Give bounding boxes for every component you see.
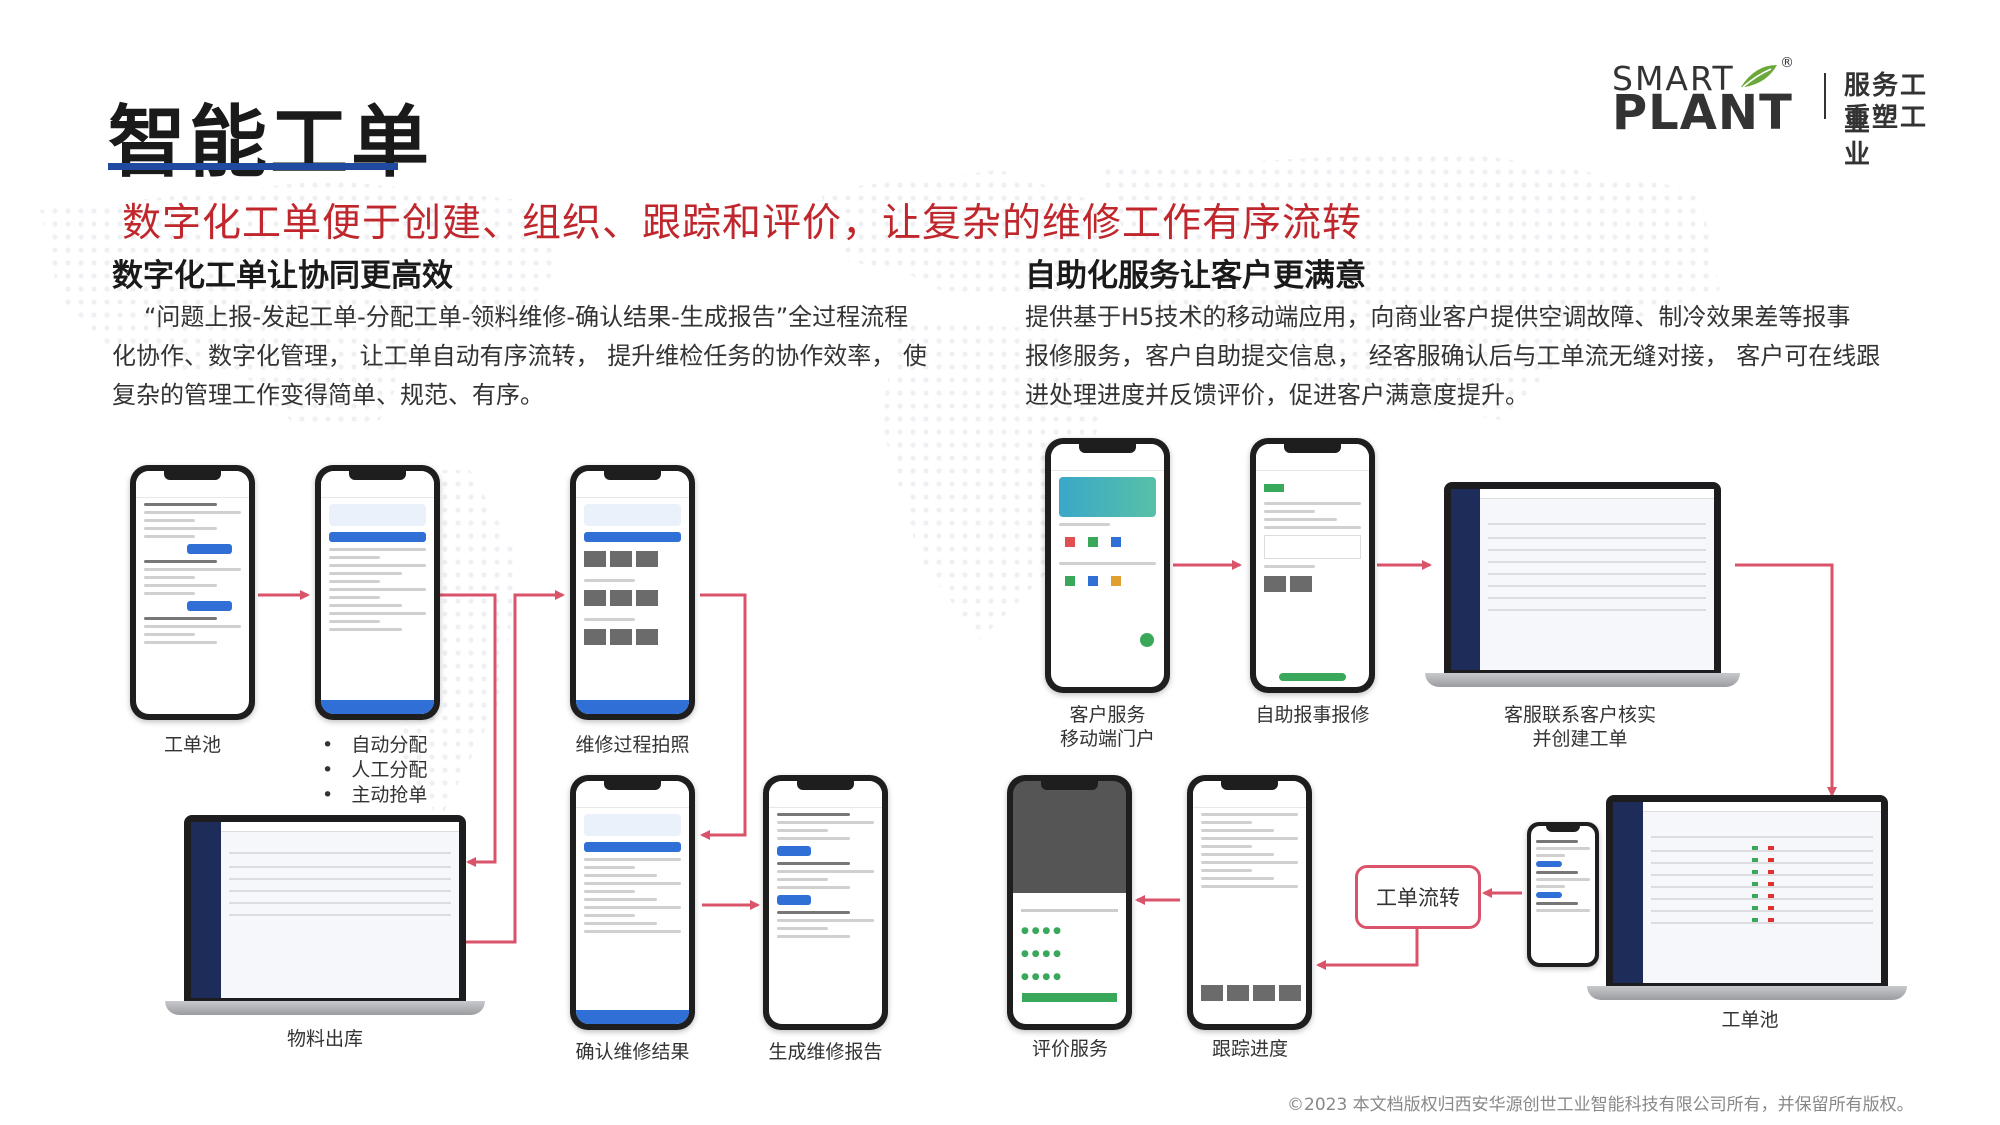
right-paragraph-line-2: 报修服务，客户自助提交信息， 经客服确认后与工单流无缝对接， 客户可在线跟 — [1025, 342, 1881, 370]
phone-evaluate-service: ● ● ● ● ● ● ● ● ● ● ● ● — [1007, 775, 1132, 1030]
phone-work-order-pool-small — [1527, 822, 1599, 967]
phone-track-progress — [1187, 775, 1312, 1030]
left-paragraph-line-1: “问题上报-发起工单-分配工单-领料维修-确认结果-生成报告”全过程流程 — [144, 303, 909, 331]
page-subtitle: 数字化工单便于创建、组织、跟踪和评价，让复杂的维修工作有序流转 — [122, 201, 1363, 246]
arrow-photo-to-confirm — [700, 593, 747, 840]
logo-slogan-2: 重塑工业 — [1844, 103, 1929, 170]
phone-repair-photos — [570, 465, 695, 720]
arrow-assign-to-material — [440, 593, 497, 867]
phone-repair-report — [763, 775, 888, 1030]
right-section-paragraph: 提供基于H5技术的移动端应用，向商业客户提供空调故障、制冷效果差等报事 报修服务… — [1025, 298, 1955, 415]
logo-registered-mark: ® — [1780, 55, 1794, 71]
smartplant-logo: SMART PLANT ® 服务工业 重塑工业 — [1612, 55, 1952, 170]
right-paragraph-line-3: 进处理进度并反馈评价，促进客户满意度提升。 — [1025, 381, 1529, 409]
phone-assign — [315, 465, 440, 720]
copyright-footer: ©2023 本文档版权归西安华源创世工业智能科技有限公司所有，并保留所有版权。 — [1287, 1095, 1914, 1115]
left-section-title: 数字化工单让协同更高效 — [112, 258, 453, 294]
logo-separator — [1824, 73, 1826, 119]
label-self-report: 自助报事报修 — [1255, 704, 1370, 726]
label-repair-report: 生成维修报告 — [768, 1041, 883, 1063]
right-section-title: 自助化服务让客户更满意 — [1025, 258, 1366, 294]
leaf-icon — [1741, 65, 1777, 88]
laptop-work-order-pool — [1587, 795, 1907, 1000]
assign-methods-list: • 自动分配 • 人工分配 • 主动抢单 — [322, 733, 427, 808]
label-repair-photos: 维修过程拍照 — [575, 734, 690, 756]
assign-method-manual: • 人工分配 — [322, 759, 428, 781]
phone-confirm-result — [570, 775, 695, 1030]
left-paragraph-line-2: 化协作、数字化管理， 让工单自动有序流转， 提升维检任务的协作效率， 使 — [112, 342, 927, 370]
assign-method-auto: • 自动分配 — [322, 734, 428, 756]
laptop-material-outbound — [165, 815, 485, 1015]
title-underline — [108, 163, 398, 170]
label-work-order-pool: 工单池 — [163, 734, 221, 756]
logo-text-plant: PLANT — [1612, 85, 1793, 141]
label-track-progress: 跟踪进度 — [1211, 1038, 1288, 1060]
label-work-order-pool-right: 工单池 — [1721, 1009, 1779, 1031]
left-paragraph-line-3: 复杂的管理工作变得简单、规范、有序。 — [112, 381, 544, 409]
arrow-flow-to-track — [1316, 929, 1419, 970]
label-material-outbound: 物料出库 — [286, 1028, 363, 1050]
logo-slogan-1: 服务工业 — [1844, 71, 1929, 138]
work-order-flow-box: 工单流转 — [1355, 865, 1481, 929]
assign-method-grab: • 主动抢单 — [322, 784, 428, 806]
phone-self-report — [1250, 438, 1375, 693]
label-verify-create: 客服联系客户核实 并创建工单 — [1503, 704, 1656, 750]
laptop-customer-service — [1425, 482, 1740, 687]
phone-work-order-pool — [130, 465, 255, 720]
logo-text-smart: SMART — [1612, 59, 1735, 98]
label-customer-portal: 客户服务 移动端门户 — [1059, 704, 1155, 750]
arrow-material-to-photo — [463, 590, 565, 944]
label-evaluate-service: 评价服务 — [1031, 1038, 1108, 1060]
right-paragraph-line-1: 提供基于H5技术的移动端应用，向商业客户提供空调故障、制冷效果差等报事 — [1025, 303, 1851, 331]
arrow-verify-to-pool — [1735, 563, 1837, 797]
phone-customer-portal — [1045, 438, 1170, 693]
left-section-paragraph: “问题上报-发起工单-分配工单-领料维修-确认结果-生成报告”全过程流程 化协作… — [112, 298, 992, 415]
page-title: 智能工单 — [108, 98, 433, 188]
label-confirm-result: 确认维修结果 — [575, 1041, 690, 1063]
